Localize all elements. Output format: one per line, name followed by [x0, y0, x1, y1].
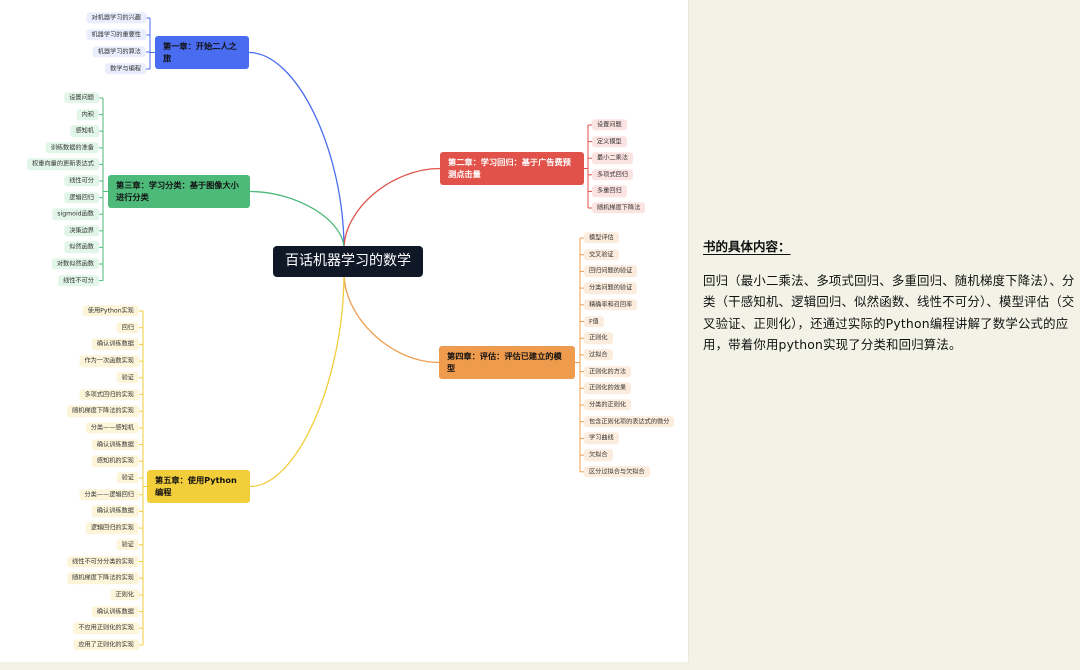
topic-node[interactable]: 回归 — [116, 321, 139, 334]
topic-node[interactable]: 分类——逻辑回归 — [79, 488, 139, 501]
topic-node[interactable]: 多项式回归 — [592, 169, 633, 181]
topic-node[interactable]: 模型评估 — [584, 232, 619, 244]
topic-node[interactable]: 分类的正则化 — [584, 399, 632, 411]
topic-node[interactable]: sigmoid函数 — [52, 208, 99, 220]
chapter-link-1 — [248, 51, 345, 250]
topic-node[interactable]: F值 — [584, 315, 604, 328]
topic-node[interactable]: 设置问题 — [592, 119, 627, 131]
topic-node[interactable]: 包含正则化项的表达式的微分 — [584, 415, 675, 428]
topic-node[interactable]: 最小二乘法 — [592, 152, 633, 164]
chapter-link-2 — [343, 167, 441, 250]
topic-node[interactable]: 线性不可分分类的实现 — [67, 555, 139, 568]
topic-node[interactable]: 决策边界 — [64, 225, 99, 237]
topic-node[interactable]: 确认训练数据 — [91, 338, 139, 351]
topic-node[interactable]: 欠拟合 — [584, 449, 613, 461]
chapter-node-2[interactable]: 第二章：学习回归：基于广告费预测点击量 — [440, 152, 584, 185]
book-description-panel: 书的具体内容： 回归（最小二乘法、多项式回归、多重回归、随机梯度下降法）、分类（… — [703, 236, 1075, 355]
topic-node[interactable]: 学习曲线 — [584, 432, 619, 445]
chapter-node-3[interactable]: 第三章：学习分类：基于图像大小进行分类 — [108, 175, 250, 208]
topic-node[interactable]: 机器学习的算法 — [92, 46, 146, 58]
topic-node[interactable]: 验证 — [116, 539, 139, 551]
topic-node[interactable]: 验证 — [116, 372, 139, 384]
topic-node[interactable]: 多项式回归的实现 — [79, 388, 139, 401]
description-text: 回归（最小二乘法、多项式回归、多重回归、随机梯度下降法）、分类（干感知机、逻辑回… — [703, 273, 1075, 352]
chapter-node-5[interactable]: 第五章：使用Python编程 — [147, 470, 250, 503]
topic-node[interactable]: 感知机的实现 — [91, 455, 139, 468]
topic-node[interactable]: 数学与编程 — [105, 63, 146, 75]
topic-node[interactable]: 定义模型 — [592, 135, 627, 148]
topic-node[interactable]: 逻辑回归的实现 — [85, 522, 139, 534]
topic-node[interactable]: 正则化 — [110, 589, 139, 601]
chapter-link-3 — [249, 190, 345, 250]
topic-node[interactable]: 不应用正则化的实现 — [73, 622, 139, 635]
chapter-node-1[interactable]: 第一章：开始二人之旅 — [155, 36, 249, 69]
topic-node[interactable]: 区分过拟合与欠拟合 — [584, 466, 650, 478]
topic-node[interactable]: 正则化的效果 — [584, 382, 632, 395]
topic-node[interactable]: 分类——感知机 — [85, 422, 139, 434]
description-heading: 书的具体内容： — [703, 239, 791, 254]
topic-node[interactable]: 作为一次函数实现 — [79, 355, 139, 367]
topic-node[interactable]: 确认训练数据 — [91, 605, 139, 618]
topic-node[interactable]: 验证 — [116, 472, 139, 484]
topic-node[interactable]: 线性可分 — [64, 175, 99, 187]
topic-node[interactable]: 精确率和召回率 — [584, 299, 638, 311]
chapter-link-4 — [343, 272, 440, 364]
central-topic-node[interactable]: 百话机器学习的数学 — [273, 246, 423, 277]
topic-node[interactable]: 逻辑回归 — [64, 191, 99, 204]
topic-node[interactable]: 分类问题的验证 — [584, 282, 638, 294]
topic-node[interactable]: 使用Python实现 — [82, 305, 139, 317]
topic-node[interactable]: 线性不可分 — [58, 274, 99, 287]
topic-node[interactable]: 权重向量的更新表达式 — [27, 158, 99, 171]
topic-node[interactable]: 随机梯度下降法的实现 — [67, 405, 139, 417]
topic-node[interactable]: 随机梯度下降法 — [592, 202, 646, 214]
topic-node[interactable]: 交叉验证 — [584, 248, 619, 261]
mindmap-canvas: 百话机器学习的数学 第一章：开始二人之旅对机器学习的兴趣机器学习的重要性机器学习… — [0, 0, 689, 662]
topic-node[interactable]: 机器学习的重要性 — [86, 29, 146, 41]
chapter-link-5 — [249, 272, 345, 488]
topic-node[interactable]: 回归问题的验证 — [584, 265, 638, 278]
topic-node[interactable]: 过拟合 — [584, 349, 613, 361]
topic-node[interactable]: 随机梯度下降法的实现 — [67, 572, 139, 584]
topic-node[interactable]: 似然函数 — [64, 241, 99, 254]
topic-node[interactable]: 感知机 — [70, 125, 99, 137]
mindmap-links — [99, 17, 592, 646]
topic-node[interactable]: 确认训练数据 — [91, 438, 139, 451]
topic-node[interactable]: 训练数据的准备 — [45, 142, 99, 154]
topic-node[interactable]: 内积 — [76, 108, 99, 121]
topic-node[interactable]: 确认训练数据 — [91, 505, 139, 518]
topic-node[interactable]: 设置问题 — [64, 92, 99, 104]
chapter-node-4[interactable]: 第四章：评估：评估已建立的模型 — [439, 346, 575, 379]
topic-node[interactable]: 正则化的方法 — [584, 365, 632, 378]
topic-node[interactable]: 对机器学习的兴趣 — [86, 12, 146, 24]
topic-node[interactable]: 正则化 — [584, 332, 613, 344]
topic-node[interactable]: 对数似然函数 — [51, 258, 99, 270]
topic-node[interactable]: 多重回归 — [592, 185, 627, 198]
topic-node[interactable]: 应用了正则化的实现 — [73, 639, 139, 651]
